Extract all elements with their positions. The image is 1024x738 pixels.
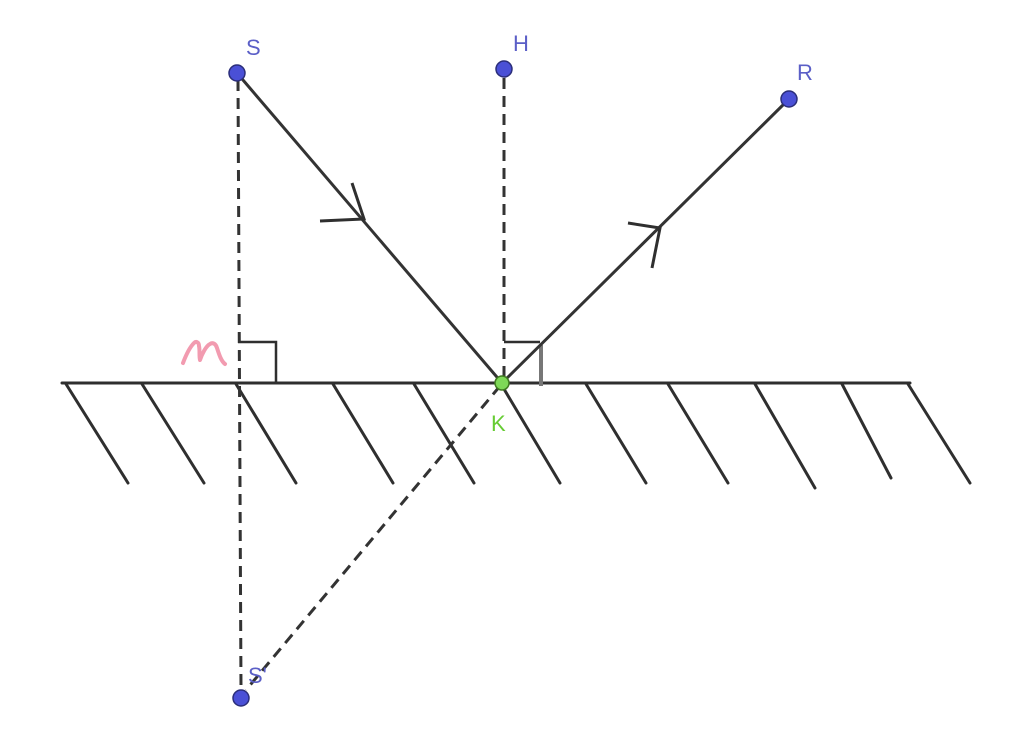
dashed-line-k-to-s-prime [244, 385, 502, 691]
handwritten-m-label [181, 340, 227, 366]
hatch-line [753, 382, 817, 490]
hatch-line [331, 382, 395, 485]
point-s-prime [232, 689, 250, 707]
label-h: H [513, 31, 529, 56]
hatch-line [412, 382, 476, 485]
label-s: S [246, 35, 261, 60]
incident-ray [235, 72, 504, 384]
reflected-ray [500, 97, 791, 385]
hatch-line [840, 382, 893, 480]
hatch-line [140, 382, 206, 485]
label-s-prime: S' [248, 663, 267, 688]
hatch-line [234, 382, 298, 485]
hatch-line [499, 382, 562, 485]
right-angle-marker-m [238, 340, 278, 383]
point-k [494, 375, 510, 391]
dashed-line-s-to-s-prime [236, 79, 243, 691]
hatch-line [906, 382, 972, 485]
incident-arrow [319, 182, 367, 223]
mirror-hatching [64, 382, 972, 490]
point-h [495, 60, 513, 78]
point-s [228, 64, 246, 82]
point-r [780, 90, 798, 108]
reflected-arrow [627, 221, 662, 269]
hatch-line [64, 382, 130, 485]
hatch-line [584, 382, 648, 485]
label-k: K [491, 411, 506, 436]
label-r: R [797, 60, 813, 85]
hatch-line [666, 382, 730, 485]
